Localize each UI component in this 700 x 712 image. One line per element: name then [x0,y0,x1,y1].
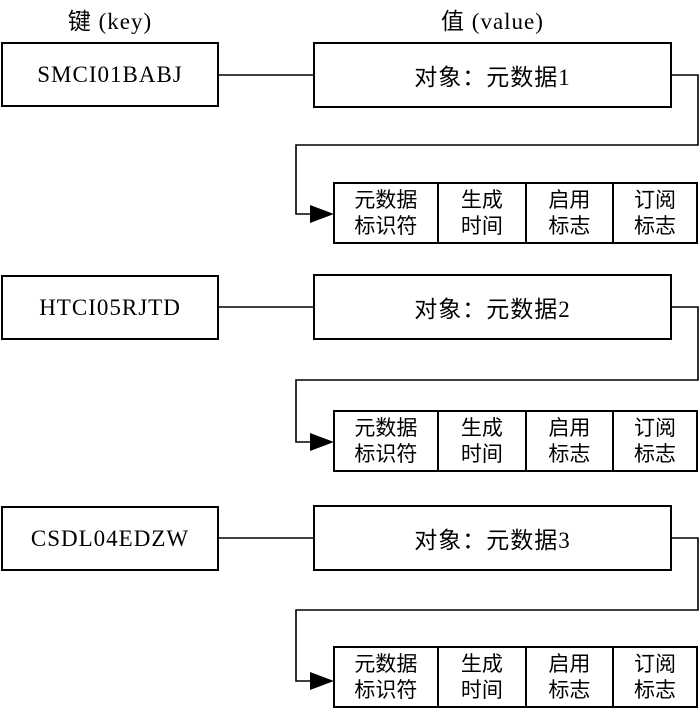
table-cell-enable-flag: 启用 标志 [527,648,614,706]
key-text-1: SMCI01BABJ [37,61,183,87]
cell-line: 元数据 [354,652,418,676]
table-cell-generation-time: 生成 时间 [439,184,527,242]
cell-line: 订阅 [633,652,676,676]
metadata-table-3: 元数据 标识符 生成 时间 启用 标志 订阅 标志 [333,646,698,708]
cell-line: 生成 [460,416,503,440]
key-box-3: CSDL04EDZW [1,506,219,571]
cell-line: 时间 [460,214,503,238]
cell-line: 标志 [548,214,591,238]
cell-line: 标识符 [354,442,418,466]
table-cell-enable-flag: 启用 标志 [527,184,614,242]
key-text-2: HTCI05RJTD [39,294,181,320]
value-text-2: 对象：元数据2 [414,297,571,322]
cell-line: 订阅 [633,416,676,440]
key-box-1: SMCI01BABJ [1,42,219,107]
cell-line: 启用 [548,416,591,440]
metadata-table-1: 元数据 标识符 生成 时间 启用 标志 订阅 标志 [333,182,698,244]
cell-line: 标志 [633,442,676,466]
arrowhead-icon [310,433,334,451]
cell-line: 生成 [460,188,503,212]
value-text-3: 对象：元数据3 [414,528,571,553]
value-box-3: 对象：元数据3 [313,505,672,571]
value-column-header: 值 (value) [441,9,544,34]
cell-line: 标识符 [354,678,418,702]
cell-line: 标志 [633,678,676,702]
cell-line: 元数据 [354,416,418,440]
arrowhead-icon [310,672,334,690]
cell-line: 标识符 [354,214,418,238]
key-column-header: 键 (key) [67,9,153,34]
table-cell-metadata-identifier: 元数据 标识符 [335,412,439,470]
cell-line: 启用 [548,652,591,676]
table-cell-subscribe-flag: 订阅 标志 [614,648,696,706]
cell-line: 生成 [460,652,503,676]
cell-line: 标志 [548,678,591,702]
table-cell-subscribe-flag: 订阅 标志 [614,412,696,470]
cell-line: 标志 [633,214,676,238]
cell-line: 标志 [548,442,591,466]
arrowhead-icon [310,205,334,223]
value-text-1: 对象：元数据1 [414,65,571,90]
value-box-1: 对象：元数据1 [313,42,672,108]
cell-line: 启用 [548,188,591,212]
metadata-table-2: 元数据 标识符 生成 时间 启用 标志 订阅 标志 [333,410,698,472]
key-text-3: CSDL04EDZW [30,525,190,551]
table-cell-metadata-identifier: 元数据 标识符 [335,648,439,706]
value-box-2: 对象：元数据2 [313,274,672,340]
table-cell-enable-flag: 启用 标志 [527,412,614,470]
table-cell-subscribe-flag: 订阅 标志 [614,184,696,242]
cell-line: 时间 [460,678,503,702]
table-cell-metadata-identifier: 元数据 标识符 [335,184,439,242]
cell-line: 时间 [460,442,503,466]
cell-line: 元数据 [354,188,418,212]
cell-line: 订阅 [633,188,676,212]
key-box-2: HTCI05RJTD [1,275,219,340]
table-cell-generation-time: 生成 时间 [439,412,527,470]
table-cell-generation-time: 生成 时间 [439,648,527,706]
